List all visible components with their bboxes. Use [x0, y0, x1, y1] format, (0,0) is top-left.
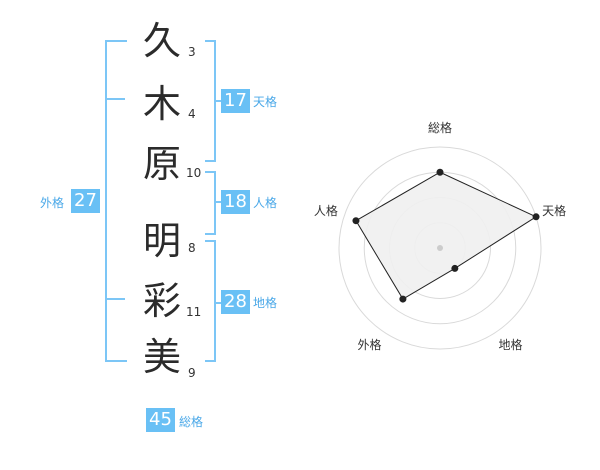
name-char-4: 明 — [142, 219, 181, 263]
tenkaku-label: 天格 — [253, 95, 278, 109]
name-char-6: 美 — [142, 335, 181, 379]
radar-point-5 — [352, 217, 360, 225]
stroke-count-4: 8 — [188, 241, 196, 255]
radar-point-2 — [532, 213, 540, 221]
stroke-count-5: 11 — [186, 305, 202, 319]
radar-axis-label-4: 外格 — [357, 337, 381, 352]
chikaku-bracket — [205, 240, 216, 362]
radar-axis-label-5: 人格 — [314, 203, 338, 218]
chikaku-value: 28 — [221, 290, 250, 314]
soukaku-value: 45 — [146, 408, 175, 432]
chikaku-connector — [214, 302, 221, 304]
name-char-1: 久 — [142, 19, 181, 63]
gaikaku-tick-top — [105, 98, 125, 100]
soukaku-label: 総格 — [179, 415, 204, 429]
radar-point-4 — [399, 295, 407, 303]
stroke-count-3: 10 — [186, 166, 202, 180]
gaikaku-bracket — [105, 40, 127, 362]
radar-series-polygon — [355, 171, 538, 300]
jinkaku-connector — [214, 201, 221, 203]
radar-point-1 — [436, 168, 444, 176]
tenkaku-connector — [214, 100, 221, 102]
radar-axis-label-2: 天格 — [542, 203, 566, 218]
stroke-count-2: 4 — [188, 107, 196, 121]
chikaku-label: 地格 — [253, 296, 278, 310]
gaikaku-value: 27 — [71, 189, 100, 213]
name-char-2: 木 — [142, 82, 181, 126]
radar-center-point — [437, 245, 443, 251]
tenkaku-value: 17 — [221, 89, 250, 113]
gaikaku-tick-bottom — [105, 298, 125, 300]
jinkaku-label: 人格 — [253, 196, 278, 210]
jinkaku-value: 18 — [221, 190, 250, 214]
stroke-count-6: 9 — [188, 366, 196, 380]
jinkaku-bracket — [205, 171, 216, 235]
radar-axis-label-1: 総格 — [428, 120, 452, 135]
radar-point-3 — [451, 264, 459, 272]
name-char-3: 原 — [142, 142, 181, 186]
radar-axis-label-3: 地格 — [499, 337, 523, 352]
stroke-count-1: 3 — [188, 45, 196, 59]
name-char-5: 彩 — [142, 279, 181, 323]
gaikaku-label: 外格 — [40, 196, 65, 210]
